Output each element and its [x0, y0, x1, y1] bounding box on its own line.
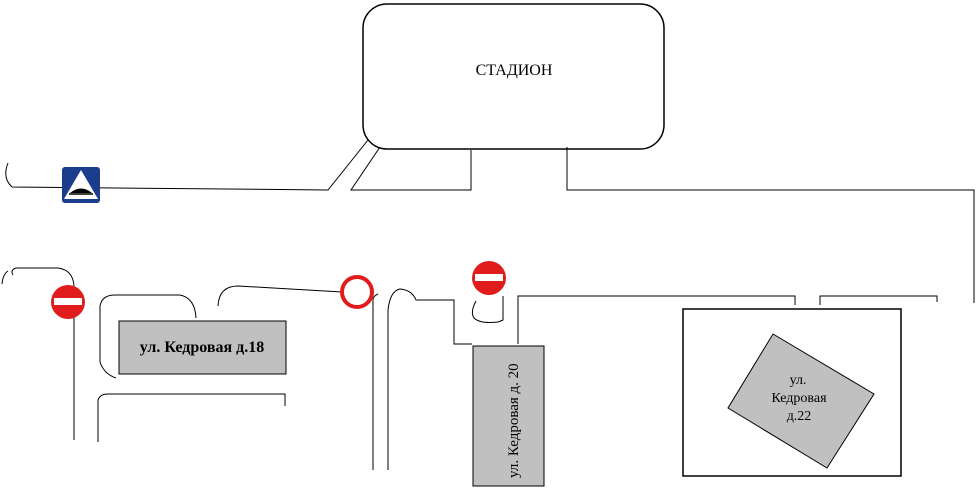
house20-road-west [372, 293, 379, 470]
house22-access-road [517, 295, 796, 344]
stadium-outline [362, 3, 665, 150]
house-20: ул. Кедровая д. 20 [472, 345, 545, 487]
no-entry-sign-icon [472, 261, 506, 295]
house20-turn-loop [471, 296, 504, 323]
house-18-label: ул. Кедровая д.18 [140, 339, 264, 356]
speed-bump-sign-icon [62, 167, 100, 203]
stadium-entrance-east-edge [350, 146, 472, 191]
west-lane-edge [1, 270, 9, 285]
house-22-label-line-3: д.22 [787, 409, 812, 424]
house18-lane [97, 393, 286, 442]
west-curb [11, 267, 75, 440]
road-lines [1, 139, 975, 470]
no-entry-sign-icon [51, 285, 85, 319]
house-22: ул. Кедровая д.22 [682, 308, 902, 477]
house-18: ул. Кедровая д.18 [118, 320, 287, 375]
house18-yard-exit [99, 361, 117, 379]
house-20-footprint [472, 345, 545, 487]
house-20-label: ул. Кедровая д. 20 [506, 363, 522, 478]
house-18-footprint [118, 320, 287, 375]
upper-road-north-edge [5, 139, 369, 191]
upper-road-east-edge [566, 147, 975, 303]
stadium-label: СТАДИОН [476, 62, 553, 79]
house20-road-east [387, 288, 472, 470]
house18-yard-loop [99, 294, 197, 362]
middle-road-edge [217, 285, 343, 307]
no-vehicles-sign-icon [340, 275, 374, 309]
house-22-footprint [727, 333, 875, 469]
house22-access-road-east [819, 295, 938, 305]
stadium: СТАДИОН [362, 3, 665, 150]
house-22-label-line-2: Кедровая [771, 391, 827, 406]
house-22-label-line-1: ул. [790, 373, 807, 388]
